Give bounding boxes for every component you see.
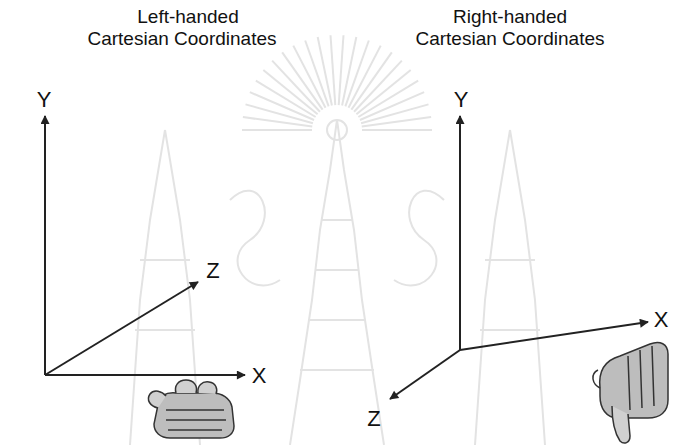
watermark-emblem — [130, 35, 545, 445]
axis-label: Z — [206, 259, 219, 283]
axis-label: Y — [37, 88, 52, 112]
left-handed-axes — [45, 116, 245, 375]
right-hand-icon — [593, 342, 668, 443]
left-hand-icon — [148, 380, 234, 438]
axis-label: Y — [454, 88, 469, 112]
system-heading: Left-handed Cartesian Coordinates — [84, 6, 292, 50]
axis-label: X — [654, 308, 669, 332]
right-handed-axes — [390, 116, 648, 399]
system-heading: Right-handed Cartesian Coordinates — [412, 6, 608, 50]
axis-label: Z — [367, 407, 380, 431]
axis-label: X — [252, 364, 267, 388]
